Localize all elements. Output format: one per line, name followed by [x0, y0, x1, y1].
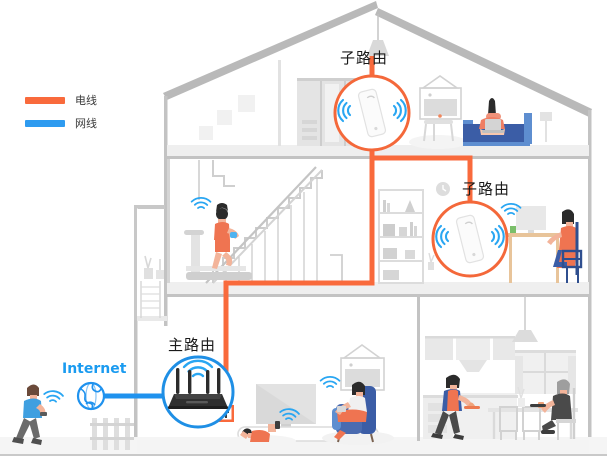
kitchen-dining: [423, 296, 578, 440]
wifi-icon-walking-man: [43, 384, 64, 406]
person-on-laptop: [479, 98, 505, 135]
stool: [409, 114, 467, 149]
wall-clock: [436, 182, 450, 196]
legend-swatch-power-line: [25, 96, 65, 104]
woman-with-tablet: [334, 381, 367, 440]
legend: 电线 网线: [25, 92, 97, 138]
legend-label-network-cable: 网线: [75, 116, 97, 130]
living-room: [228, 344, 394, 447]
middle-floor-room: [140, 160, 583, 318]
label-main-router: 主路由: [168, 336, 217, 354]
attic-room: [199, 14, 552, 149]
legend-label-power-line: 电线: [75, 93, 97, 107]
picket-fence: [90, 418, 134, 450]
legend-item-network-cable: 网线: [25, 115, 97, 131]
bookshelf: [378, 189, 435, 284]
internet-globe-icon: [76, 381, 106, 411]
exterior-ladder: [140, 281, 161, 318]
floor-lamp-attic: [540, 112, 552, 142]
sub-router-middle[interactable]: [431, 200, 509, 278]
person-carrying-tray: [431, 374, 480, 440]
pendant-lamp-dining: [512, 296, 538, 342]
label-sub-router-middle: 子路由: [462, 180, 511, 198]
label-internet: Internet: [62, 361, 127, 377]
main-router[interactable]: [161, 355, 235, 429]
label-sub-router-attic: 子路由: [340, 49, 389, 67]
elderly-man: [530, 379, 576, 440]
sub-router-attic[interactable]: [333, 74, 411, 152]
child-with-phone: [228, 421, 296, 447]
legend-item-power-line: 电线: [25, 92, 97, 108]
pendant-lamp-attic: [367, 14, 389, 56]
running-woman: [212, 203, 239, 269]
seated-woman: [547, 209, 583, 283]
picture-frame-attic: [419, 75, 462, 120]
walking-man-with-phone: [12, 384, 47, 445]
picture-frame-living: [340, 344, 385, 391]
legend-swatch-network-cable: [25, 119, 65, 127]
plant-middle: [144, 255, 164, 279]
television: [256, 384, 316, 427]
